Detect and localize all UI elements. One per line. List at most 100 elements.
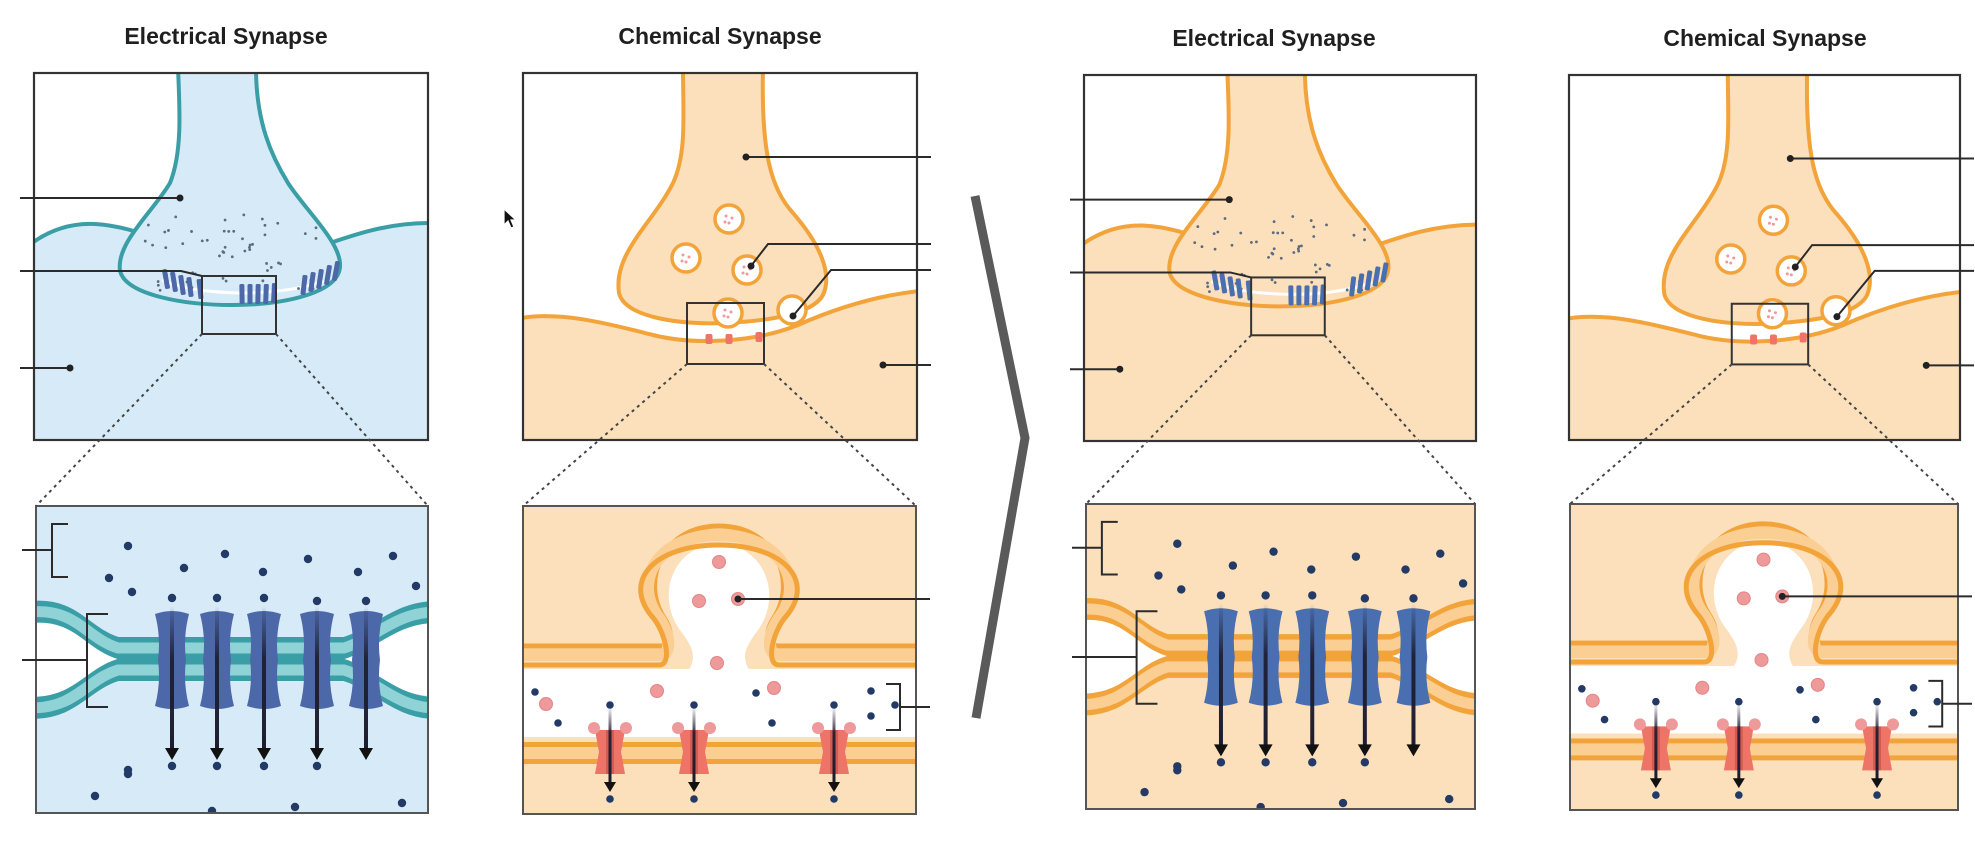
ion-dot	[254, 818, 262, 826]
ion-dot	[690, 701, 698, 709]
postsynaptic-neuron	[1569, 290, 1960, 440]
cell-membrane-lower	[36, 659, 428, 703]
receptor-small	[1769, 334, 1777, 345]
ion-flow-arrowhead	[359, 748, 373, 760]
neurotransmitter-dot	[1732, 256, 1736, 260]
ion-dot	[248, 243, 252, 247]
ion-dot	[164, 246, 168, 250]
ion-dot	[297, 287, 300, 290]
bound-neurotransmitter	[1716, 718, 1729, 731]
ion-dot	[1154, 571, 1163, 580]
neurotransmitter-dot	[684, 260, 688, 264]
ion-flow-arrowhead	[1649, 778, 1662, 789]
ion-dot	[223, 245, 227, 249]
leader-dot	[1116, 365, 1124, 373]
gap-junction-channel	[1312, 285, 1318, 306]
synaptic-vesicle	[1775, 255, 1808, 287]
ion-dot	[303, 232, 307, 236]
ion-flow-arrowhead	[1406, 744, 1421, 757]
ion-dot	[243, 249, 247, 253]
gap-junction-channel	[1204, 603, 1238, 757]
ion-dot	[606, 795, 614, 803]
ion-flow-arrowhead	[257, 748, 271, 760]
gap-junction-channel	[155, 606, 189, 760]
overview-frame	[521, 71, 919, 442]
ion-dot	[1290, 238, 1293, 242]
cell-membrane-lower	[1086, 655, 1475, 700]
bracket-label-line	[1072, 610, 1158, 705]
ion-flow-arrowhead	[1213, 744, 1228, 757]
neurotransmitter-dot	[1729, 261, 1733, 265]
ion-dot	[830, 701, 838, 709]
ion-dot	[1735, 791, 1743, 799]
bracket-label-line	[1072, 520, 1118, 576]
ion-dot	[200, 239, 204, 243]
ion-dot	[1216, 591, 1226, 600]
synaptic-vesicle	[1757, 204, 1790, 236]
neurotransmitter-dot	[722, 314, 726, 318]
neurotransmitter-dot	[1785, 272, 1789, 276]
ion-flow-arrow-shaft	[1411, 603, 1416, 753]
neurotransmitter-dot	[681, 253, 685, 257]
ion-dot	[1363, 238, 1366, 242]
neurotransmitter-dot	[723, 220, 727, 224]
membrane-core-upper	[36, 606, 428, 654]
bound-neurotransmitter	[672, 722, 684, 734]
receptor-small	[755, 332, 763, 342]
synaptic-vesicle	[712, 297, 744, 329]
zoom-region-box	[201, 275, 277, 335]
ion-flow-arrow-shaft	[1218, 603, 1223, 753]
ion-dot	[531, 688, 539, 696]
bound-neurotransmitter	[620, 722, 632, 734]
synaptic-vesicle	[1756, 297, 1789, 330]
neurotransmitter	[692, 594, 706, 608]
ion-dot	[90, 791, 100, 801]
gap-junction-channel	[1349, 276, 1357, 297]
ion-dot	[1276, 231, 1280, 235]
gap-junction-channel	[170, 271, 178, 293]
cell-membrane-upper	[36, 616, 428, 659]
ion-dot	[1409, 594, 1418, 603]
ion-dot	[224, 279, 228, 283]
vesicle-membrane	[670, 242, 702, 274]
bound-neurotransmitter	[1665, 718, 1678, 731]
synaptic-cleft	[523, 669, 916, 737]
ion-dot	[158, 288, 162, 292]
ion-dot	[867, 687, 875, 695]
ion-dot	[1352, 233, 1356, 237]
ion-dot	[1292, 251, 1296, 254]
postsynaptic-membrane-inner	[523, 759, 916, 764]
ion-dot	[156, 280, 160, 283]
ion-flow-arrowhead	[1732, 778, 1745, 789]
ion-dot	[263, 223, 267, 227]
ion-dot	[1261, 758, 1270, 767]
ion-dot	[277, 261, 280, 265]
ion-flow-arrow-shaft	[215, 606, 219, 756]
neurotransmitter	[1756, 552, 1771, 567]
ligand-gated-receptor	[812, 706, 856, 792]
neurotransmitter-dot	[724, 214, 728, 218]
ion-dot	[259, 761, 269, 771]
ion-dot	[146, 223, 150, 227]
ion-dot	[1308, 758, 1317, 767]
ion-dot	[314, 226, 318, 230]
panel-title: Electrical Synapse	[124, 23, 327, 49]
presynaptic-membrane-inner	[1570, 540, 1958, 665]
ion-flow-arrowhead	[828, 782, 840, 792]
ion-dot	[1444, 794, 1454, 804]
ion-dot	[1309, 219, 1313, 222]
bracket-label-line	[22, 613, 108, 708]
neurotransmitter-dot	[729, 310, 733, 314]
bracket-label-line	[22, 523, 68, 578]
overview-frame	[32, 71, 430, 442]
ion-dot	[212, 761, 222, 771]
ion-dot	[1173, 539, 1182, 548]
zoom-region-box	[1250, 276, 1326, 337]
neurotransmitter	[539, 697, 553, 711]
neurotransmitter	[767, 681, 781, 695]
vesicle-membrane	[1756, 297, 1789, 330]
gap-junction-channel	[1219, 273, 1228, 294]
ion-dot	[1308, 591, 1317, 600]
gap-junction-channel	[1356, 273, 1365, 294]
ion-dot	[1481, 773, 1489, 781]
